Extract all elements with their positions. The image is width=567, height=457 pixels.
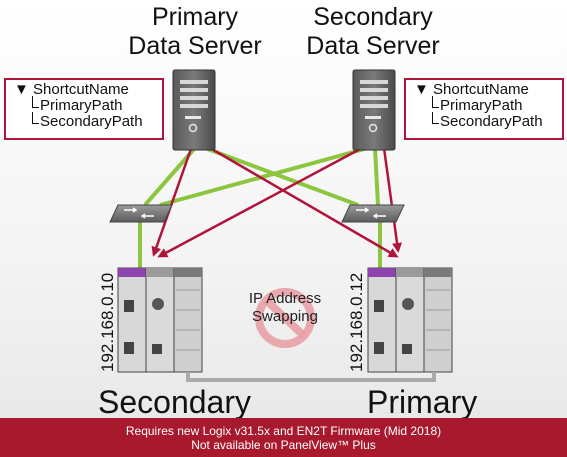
primary-path-left: PrimaryPath bbox=[14, 96, 156, 114]
secondary-path-right: SecondaryPath bbox=[414, 112, 556, 130]
shortcut-box-right: ▼ ShortcutName PrimaryPath SecondaryPath bbox=[404, 78, 564, 140]
primary-role-label: Primary bbox=[367, 384, 478, 420]
secondary-role-label: Secondary bbox=[98, 384, 251, 420]
redundancy-cable bbox=[186, 372, 436, 382]
right-switch-icon bbox=[341, 204, 405, 223]
ip-swapping-label: IP Address Swapping bbox=[230, 290, 340, 326]
arrow-primary-to-left bbox=[151, 145, 194, 257]
red-arrows bbox=[151, 145, 403, 258]
ip-swapping-line1: IP Address bbox=[248, 290, 322, 307]
shortcut-name-left: ▼ ShortcutName bbox=[14, 81, 129, 98]
left-controller-rack bbox=[117, 267, 203, 373]
left-switch-icon bbox=[109, 204, 173, 223]
secondary-path-left: SecondaryPath bbox=[14, 112, 156, 130]
link-secondary-server-left-switch bbox=[159, 146, 369, 207]
shortcut-name-right-text: ShortcutName bbox=[433, 81, 529, 98]
footer-line1: Requires new Logix v31.5x and EN2T Firmw… bbox=[125, 424, 442, 438]
secondary-server-title-line1: Secondary bbox=[313, 3, 433, 31]
right-ip-label: 192.168.0.12 bbox=[347, 272, 366, 372]
shortcut-box-left: ▼ ShortcutName PrimaryPath SecondaryPath bbox=[4, 78, 164, 140]
primary-server-icon bbox=[172, 69, 216, 151]
ip-swapping-line2: Swapping bbox=[252, 308, 318, 325]
secondary-server-icon bbox=[352, 69, 396, 151]
link-primary-server-right-switch bbox=[204, 146, 359, 207]
arrow-secondary-to-left bbox=[157, 146, 363, 258]
footer-line2: Not available on PanelView™ Plus bbox=[191, 438, 376, 452]
secondary-server-title: Secondary Data Server bbox=[283, 3, 463, 61]
shortcut-name-left-text: ShortcutName bbox=[33, 81, 129, 98]
primary-path-right: PrimaryPath bbox=[414, 96, 556, 114]
arrow-secondary-to-right bbox=[382, 147, 403, 253]
primary-server-title: Primary Data Server bbox=[105, 3, 285, 61]
link-secondary-server-right-switch bbox=[373, 147, 380, 206]
secondary-server-title-line2: Data Server bbox=[306, 32, 440, 60]
prohibition-icon bbox=[255, 288, 315, 348]
primary-server-title-line2: Data Server bbox=[128, 32, 262, 60]
footer-banner: Requires new Logix v31.5x and EN2T Firmw… bbox=[0, 418, 567, 457]
green-links bbox=[138, 146, 382, 272]
network-diagram bbox=[109, 69, 453, 382]
shortcut-name-right: ▼ ShortcutName bbox=[414, 81, 529, 98]
arrow-primary-to-right bbox=[209, 146, 399, 258]
right-controller-rack bbox=[367, 267, 453, 373]
left-ip-label: 192.168.0.10 bbox=[98, 272, 117, 372]
primary-server-title-line1: Primary bbox=[151, 3, 239, 31]
